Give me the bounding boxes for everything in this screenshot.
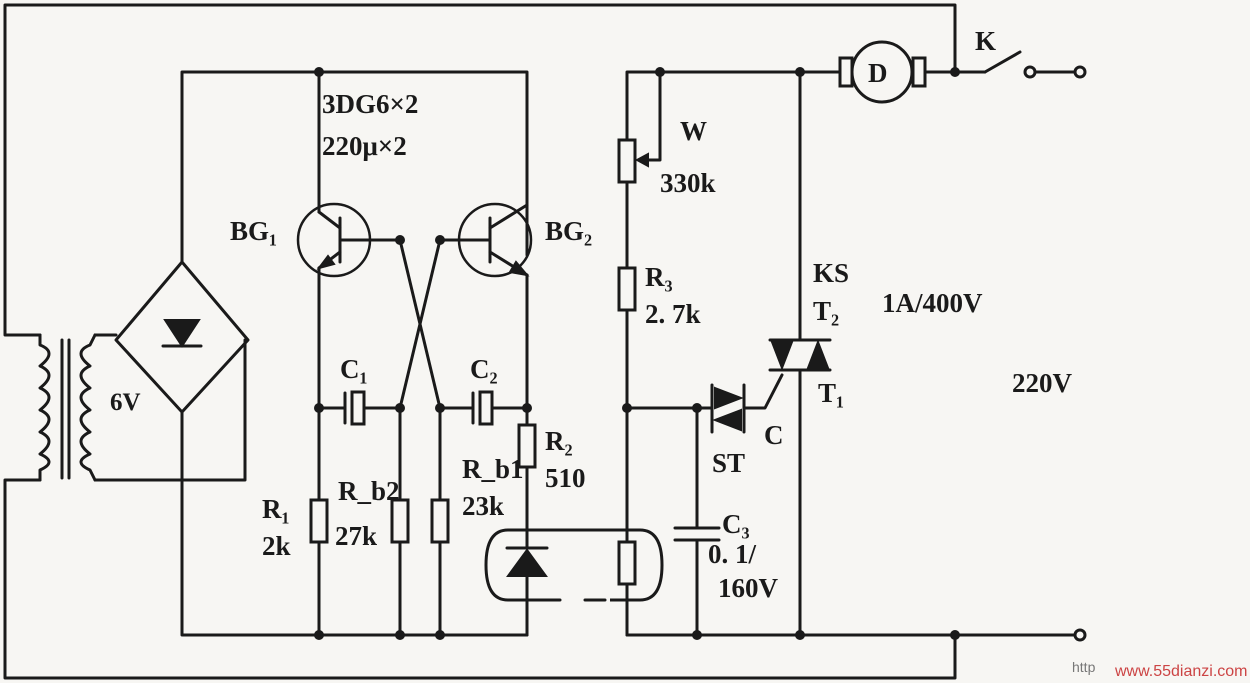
rb1-label: R_b1 (462, 454, 524, 484)
resistor-r1 (309, 498, 329, 544)
mains-voltage-label: 220V (1012, 368, 1073, 398)
transformer-voltage-label: 6V (110, 389, 141, 416)
t1-label: T₁ (818, 378, 844, 408)
switch-label: K (975, 26, 996, 56)
rb1-value-label: 23k (462, 491, 504, 521)
gate-c-label: C (764, 420, 784, 450)
r1-label: R₁ (262, 494, 290, 524)
bg2-label: BG₂ (545, 216, 592, 246)
transformer (38, 333, 247, 482)
w-label: W (680, 116, 707, 146)
c3-label: C₃ (722, 509, 750, 539)
t2-label: T₂ (813, 296, 839, 326)
resistor-rb2 (390, 498, 410, 544)
watermark-site: www.55dianzi.com (1114, 663, 1248, 680)
transistor-spec-label: 3DG6×2 (322, 89, 418, 119)
triac-ks (768, 70, 832, 637)
r3-label: R₃ (645, 262, 673, 292)
capacitor-spec-label: 220μ×2 (322, 131, 407, 161)
rb2-value-label: 27k (335, 521, 377, 551)
c3-value-label-1: 0. 1/ (708, 539, 757, 569)
diac-st (710, 383, 746, 434)
mains-wiring (3, 3, 1087, 680)
multivibrator-network (309, 70, 537, 640)
transistor-bg2 (435, 202, 533, 278)
w-value-label: 330k (660, 168, 716, 198)
transistor-bg1 (296, 202, 405, 278)
triac-rating-label: 1A/400V (882, 288, 983, 318)
r1-value-label: 2k (262, 531, 291, 561)
potentiometer-w (617, 138, 637, 184)
resistor-rb1 (430, 498, 450, 544)
control-circuit (617, 67, 832, 640)
switch-k (950, 50, 1087, 79)
r2-value-label: 510 (545, 463, 586, 493)
bg1-label: BG₁ (230, 216, 277, 246)
st-label: ST (712, 448, 745, 478)
r3-value-label: 2. 7k (645, 299, 701, 329)
watermark-prefix: http (1072, 659, 1096, 675)
c3-value-label-2: 160V (718, 573, 779, 603)
c1-label: C₁ (340, 354, 368, 384)
rb2-label: R_b2 (338, 476, 400, 506)
motor-label: D (868, 58, 888, 88)
bridge-rectifier (114, 67, 529, 637)
resistor-r3 (617, 266, 637, 312)
c2-label: C₂ (470, 354, 498, 384)
r2-label: R₂ (545, 426, 573, 456)
photoresistor (617, 540, 637, 586)
optocoupler (484, 528, 664, 637)
ks-label: KS (813, 258, 849, 288)
